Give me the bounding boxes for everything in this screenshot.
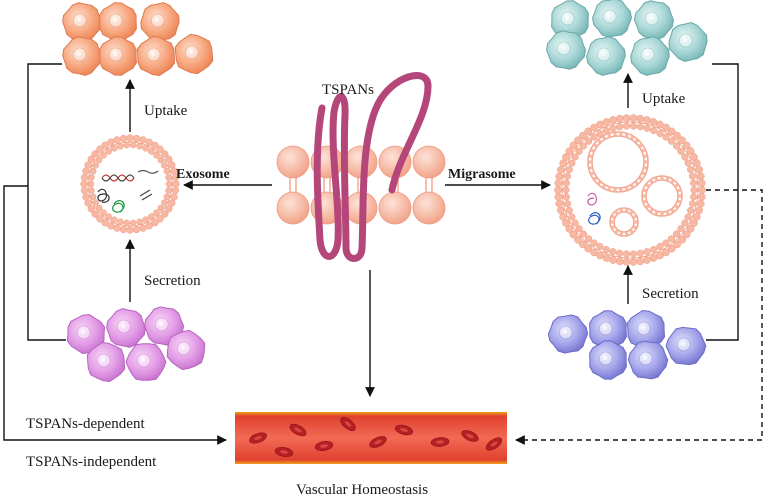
tspans-independent-label: TSPANs-independent bbox=[26, 454, 157, 470]
vascular-homeostasis-label: Vascular Homeostasis bbox=[296, 482, 428, 498]
cell-icon bbox=[626, 309, 666, 351]
secretion-cells-left bbox=[66, 306, 206, 383]
uptake-label-left: Uptake bbox=[144, 103, 188, 119]
migrasome-label: Migrasome bbox=[448, 167, 516, 182]
migrasome-cargo-icon bbox=[587, 192, 601, 225]
right-bracket-line bbox=[706, 63, 739, 341]
cell-icon bbox=[86, 341, 126, 383]
secretion-label-left: Secretion bbox=[144, 273, 201, 289]
dependent-route-line bbox=[3, 185, 227, 445]
cell-icon bbox=[589, 340, 627, 380]
cell-icon bbox=[106, 308, 146, 348]
lipid-head bbox=[276, 145, 310, 179]
red-blood-cell-icon bbox=[274, 447, 294, 457]
red-blood-cell-icon bbox=[461, 430, 479, 442]
exosome-cargo-icon bbox=[97, 169, 159, 213]
uptake-cells-left bbox=[62, 2, 214, 77]
uptake-label-right: Uptake bbox=[642, 91, 686, 107]
exosome-vesicle-icon bbox=[80, 134, 180, 234]
cell-icon bbox=[99, 36, 137, 76]
tspans-label: TSPANs bbox=[322, 82, 374, 98]
cell-icon bbox=[668, 21, 708, 63]
exosome-label: Exosome bbox=[176, 167, 230, 182]
blood-vessel-icon bbox=[235, 412, 507, 464]
lipid-head bbox=[276, 191, 310, 225]
cell-icon bbox=[62, 2, 102, 42]
red-blood-cell-icon bbox=[430, 437, 450, 447]
cell-icon bbox=[99, 2, 137, 42]
red-blood-cell-icon bbox=[249, 432, 267, 444]
migrasome-vesicle-icon bbox=[554, 114, 706, 266]
cell-icon bbox=[545, 30, 587, 70]
connector-lines bbox=[3, 63, 763, 445]
lipid-head bbox=[412, 145, 446, 179]
cell-icon bbox=[140, 2, 180, 42]
cell-icon bbox=[591, 0, 633, 38]
red-blood-cell-icon bbox=[289, 423, 307, 437]
cell-icon bbox=[665, 326, 707, 366]
secretion-cells-right bbox=[547, 309, 707, 380]
red-blood-cell-icon bbox=[394, 424, 414, 436]
cell-icon bbox=[547, 314, 589, 354]
red-blood-cell-icon bbox=[314, 441, 334, 451]
independent-route-line bbox=[515, 189, 763, 445]
red-blood-cell-icon bbox=[340, 416, 356, 432]
secretion-label-right: Secretion bbox=[642, 286, 699, 302]
lipid-head bbox=[378, 191, 412, 225]
cell-icon bbox=[586, 36, 626, 76]
cell-icon bbox=[136, 35, 176, 77]
red-blood-cell-icon bbox=[485, 437, 503, 451]
tspan-protein-icon bbox=[313, 72, 432, 262]
cell-icon bbox=[174, 33, 214, 75]
uptake-cells-right bbox=[545, 0, 708, 76]
left-bracket-line bbox=[27, 63, 66, 341]
arrows bbox=[125, 73, 633, 397]
cell-icon bbox=[125, 343, 167, 381]
cell-icon bbox=[166, 329, 206, 371]
red-blood-cell-icon bbox=[369, 436, 387, 448]
red-blood-cells bbox=[249, 416, 503, 457]
cell-icon bbox=[589, 310, 627, 350]
tspans-dependent-label: TSPANs-dependent bbox=[26, 416, 145, 432]
cell-icon bbox=[633, 0, 675, 40]
lipid-head bbox=[412, 191, 446, 225]
cell-icon bbox=[62, 36, 102, 76]
cell-icon bbox=[630, 36, 670, 76]
cell-icon bbox=[627, 340, 669, 380]
